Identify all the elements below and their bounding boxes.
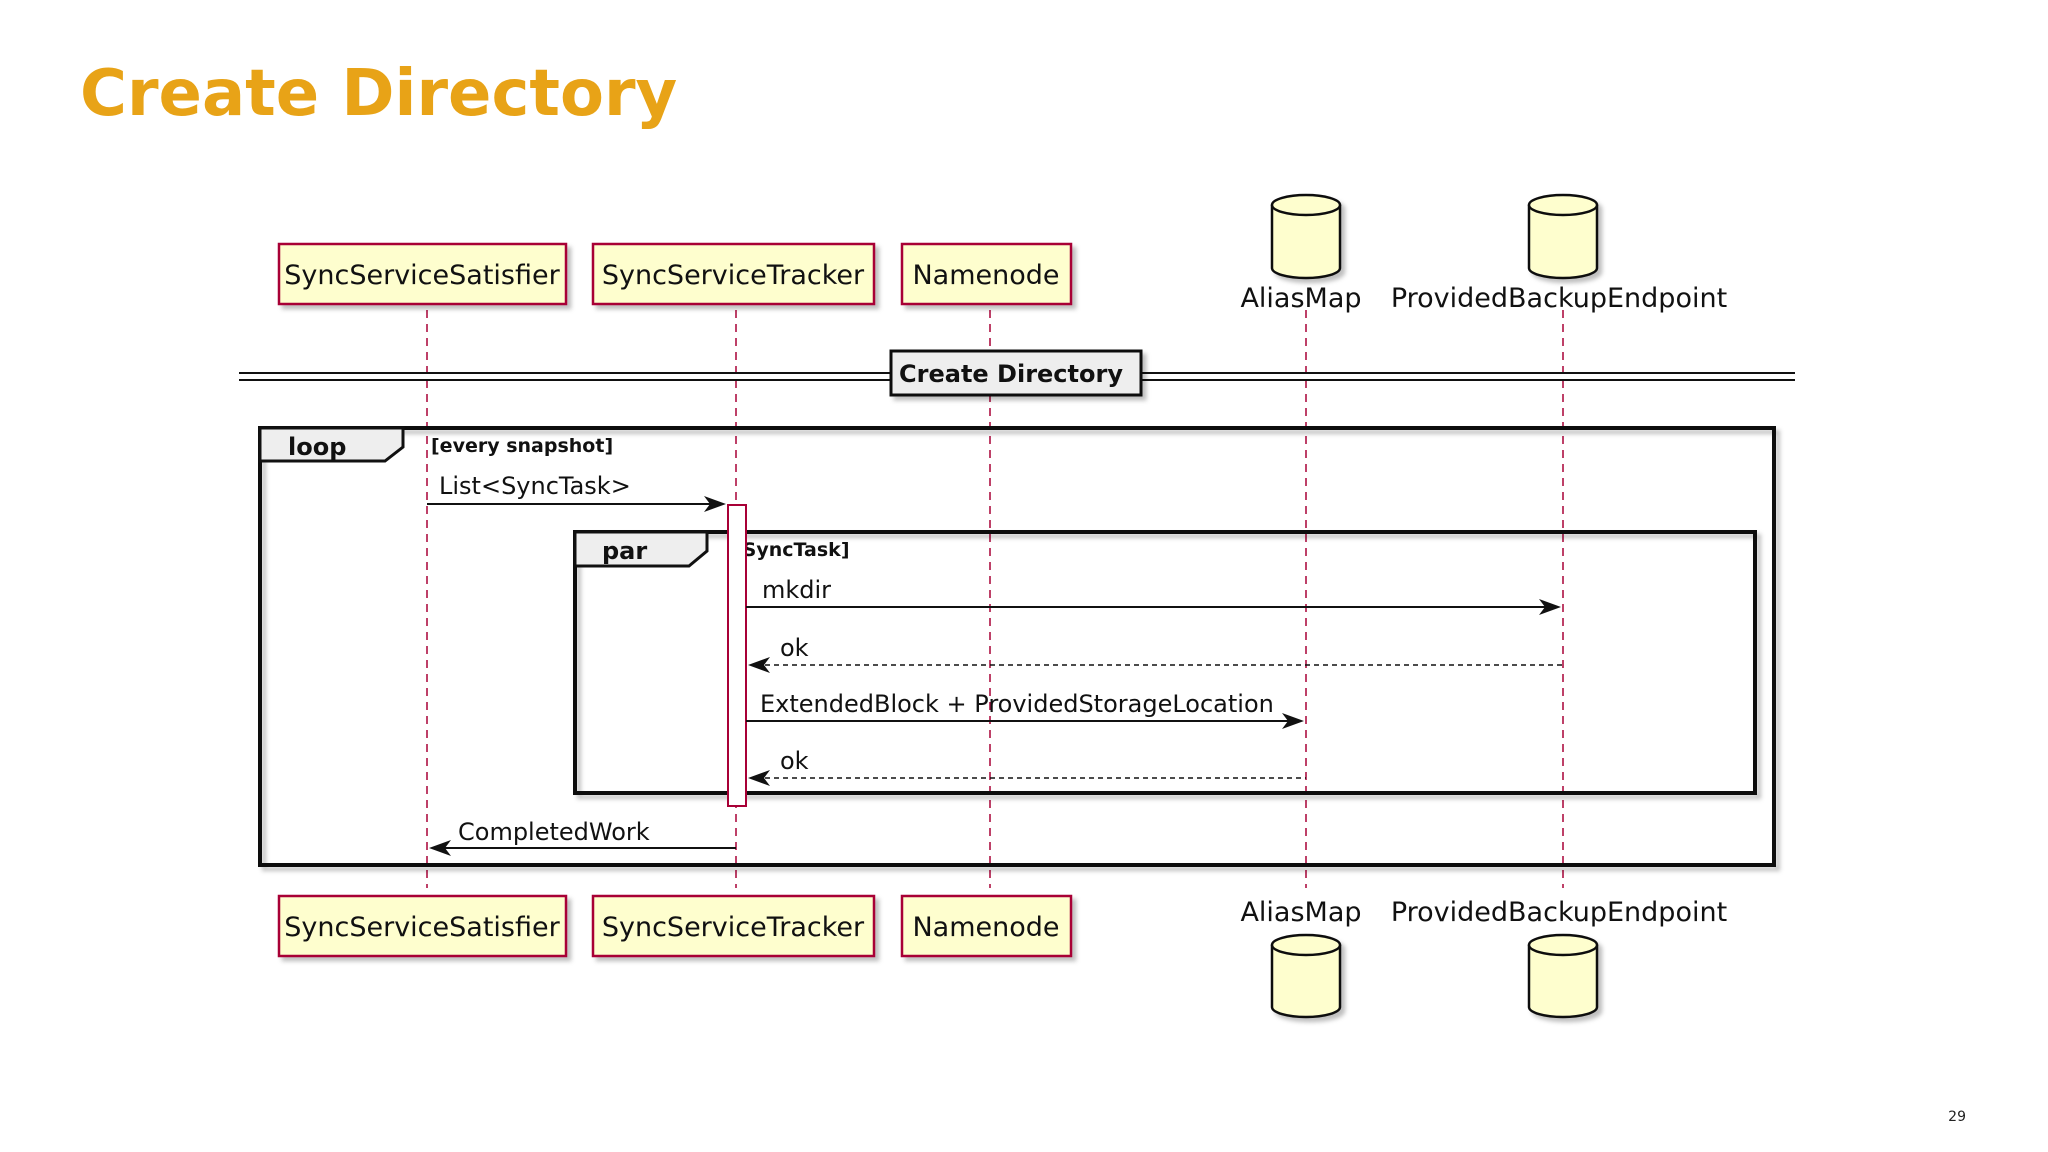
- participant-namenode-bottom: Namenode: [900, 894, 1073, 958]
- par-guard: [SyncTask]: [734, 539, 850, 561]
- participant-label: ProvidedBackupEndpoint: [1391, 283, 1727, 314]
- participant-tracker-bottom: SyncServiceTracker: [591, 894, 876, 958]
- par-frame: par [SyncTask]: [573, 530, 1757, 795]
- divider: Create Directory: [239, 349, 1795, 397]
- database-icon: [1527, 933, 1599, 1019]
- participant-label: SyncServiceSatisfier: [284, 260, 560, 291]
- participant-label: SyncServiceTracker: [602, 912, 865, 943]
- database-aliasmap-top: AliasMap: [1240, 193, 1362, 314]
- participant-label: AliasMap: [1240, 283, 1361, 314]
- arrowhead-icon: [1539, 599, 1561, 615]
- arrowhead-icon: [748, 657, 770, 673]
- loop-tag: loop: [288, 433, 346, 461]
- message-completed-work: CompletedWork: [429, 818, 736, 856]
- message-label: ok: [780, 634, 809, 662]
- database-backup-endpoint-top: ProvidedBackupEndpoint: [1391, 193, 1727, 314]
- participant-label: Namenode: [912, 260, 1059, 291]
- page-number: 29: [1948, 1109, 1966, 1125]
- arrowhead-icon: [748, 770, 770, 786]
- participant-satisfier-top: SyncServiceSatisfier: [277, 242, 568, 306]
- database-icon: [1270, 933, 1342, 1019]
- message-mkdir: mkdir: [746, 576, 1561, 615]
- message-label: CompletedWork: [458, 818, 650, 846]
- message-extended-block: ExtendedBlock + ProvidedStorageLocation: [746, 690, 1304, 729]
- par-tag: par: [602, 537, 647, 565]
- message-label: ExtendedBlock + ProvidedStorageLocation: [760, 690, 1274, 718]
- message-label: ok: [780, 747, 809, 775]
- participant-label: SyncServiceTracker: [602, 260, 865, 291]
- message-list-synctask: List<SyncTask>: [427, 472, 726, 512]
- participant-tracker-top: SyncServiceTracker: [591, 242, 876, 306]
- database-icon: [1527, 193, 1599, 280]
- loop-guard: [every snapshot]: [431, 435, 613, 457]
- message-label: mkdir: [762, 576, 831, 604]
- arrowhead-icon: [1282, 713, 1304, 729]
- arrowhead-icon: [704, 496, 726, 512]
- database-aliasmap-bottom: AliasMap: [1240, 897, 1362, 1019]
- message-ok-backup: ok: [748, 634, 1563, 673]
- activation-bar: [727, 504, 747, 807]
- participant-label: AliasMap: [1240, 897, 1361, 928]
- arrowhead-icon: [429, 840, 451, 856]
- participant-namenode-top: Namenode: [900, 242, 1073, 306]
- slide-title: Create Directory: [80, 57, 678, 131]
- participant-satisfier-bottom: SyncServiceSatisfier: [277, 894, 568, 958]
- participant-label: Namenode: [912, 912, 1059, 943]
- database-backup-endpoint-bottom: ProvidedBackupEndpoint: [1391, 897, 1727, 1019]
- divider-label: Create Directory: [899, 360, 1123, 388]
- participant-label: SyncServiceSatisfier: [284, 912, 560, 943]
- message-label: List<SyncTask>: [439, 472, 631, 500]
- loop-frame: loop [every snapshot]: [258, 426, 1776, 867]
- database-icon: [1270, 193, 1342, 280]
- participant-label: ProvidedBackupEndpoint: [1391, 897, 1727, 928]
- message-ok-aliasmap: ok: [748, 747, 1306, 786]
